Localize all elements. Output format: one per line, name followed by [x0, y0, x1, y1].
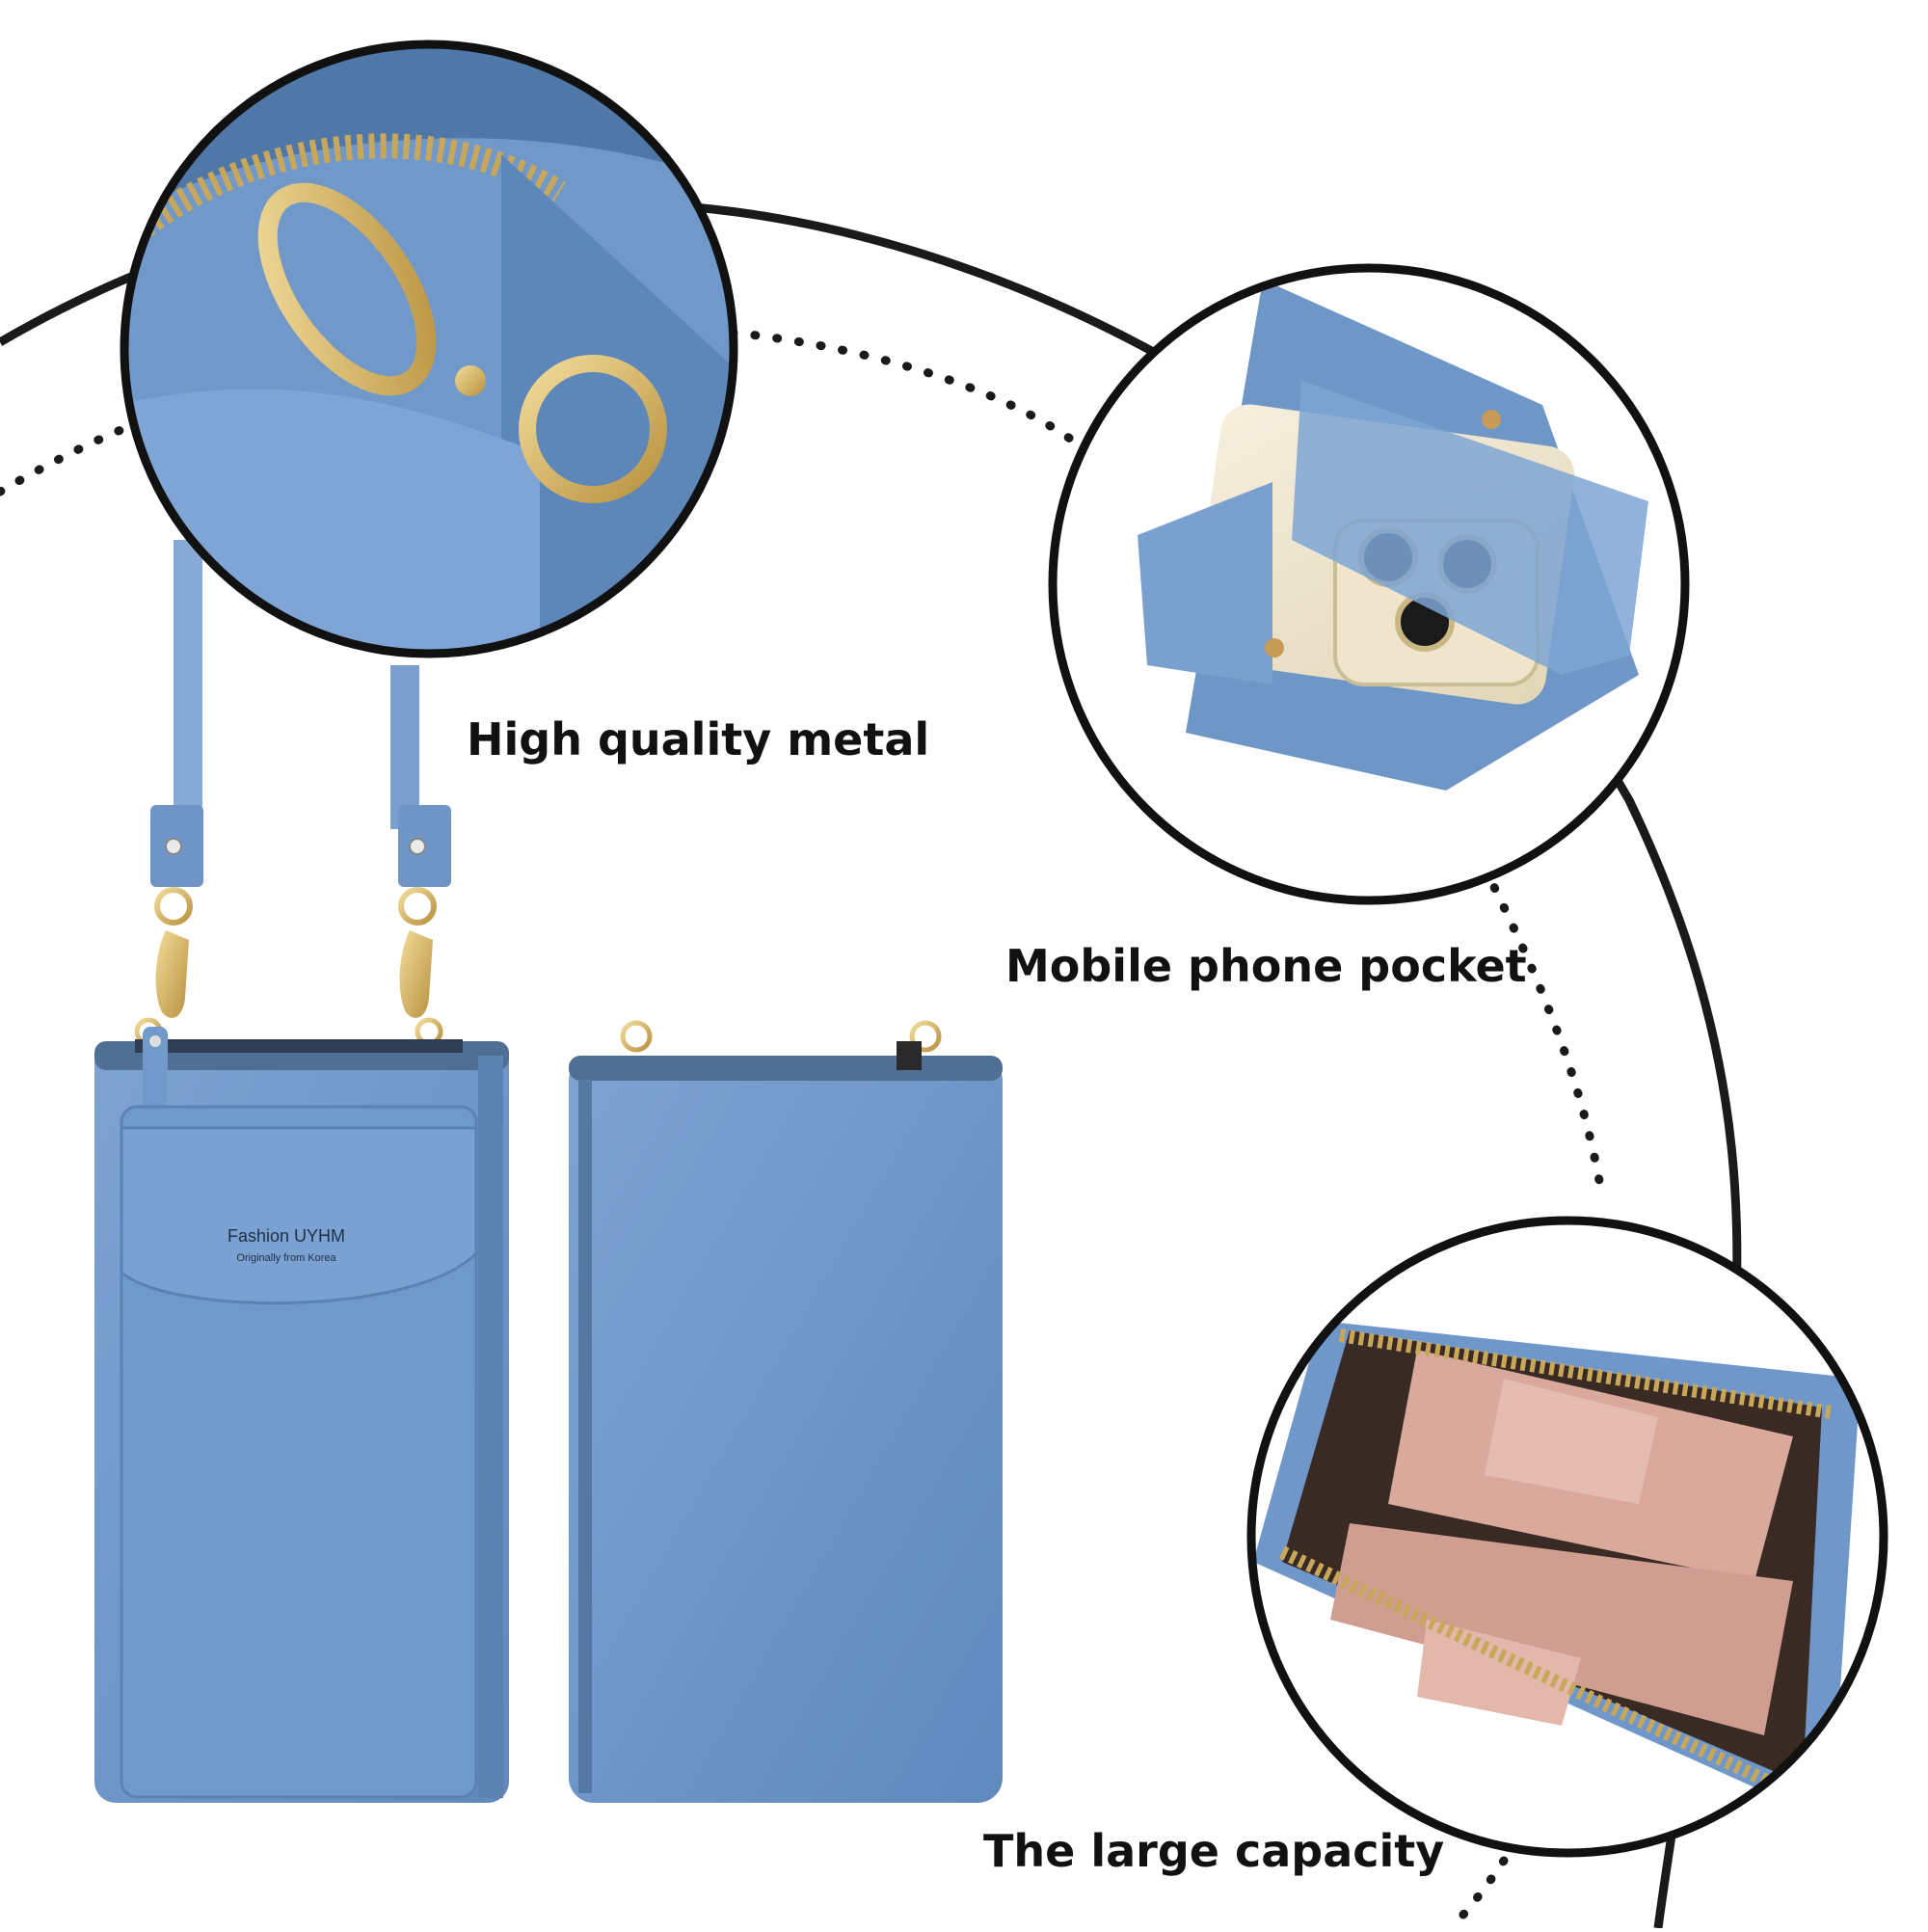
caption-capacity: The large capacity: [983, 1825, 1445, 1877]
brand-tagline: Originally from Korea: [236, 1252, 336, 1264]
bag-back: [569, 1020, 1003, 1803]
detail-circle-metal: [120, 40, 738, 658]
brand-name: Fashion UYHM: [228, 1226, 345, 1246]
detail-circle-pocket: [1048, 263, 1690, 905]
shoulder-strap: [134, 540, 451, 1046]
bag-front: [94, 1027, 509, 1803]
caption-metal: High quality metal: [467, 713, 930, 765]
detail-circle-capacity: [1246, 1216, 1888, 1858]
caption-pocket: Mobile phone pocket: [1005, 940, 1527, 992]
